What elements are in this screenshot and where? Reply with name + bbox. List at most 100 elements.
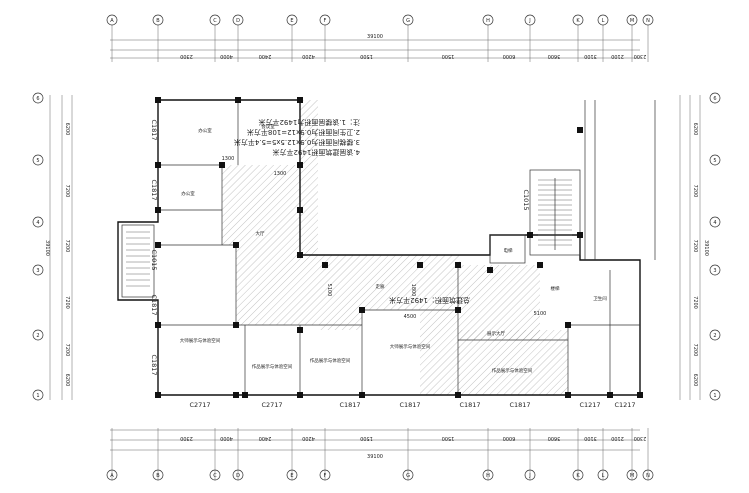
- dim-label: 3600: [548, 435, 561, 441]
- dim-label: 4200: [302, 435, 315, 441]
- window-label: C1817: [150, 354, 158, 375]
- grid-label: M: [630, 18, 634, 24]
- room-corridor-label: 走廊: [376, 283, 385, 290]
- window-label: C2717: [189, 401, 210, 409]
- left-total-dim: 39100: [44, 240, 50, 256]
- column: [297, 252, 303, 258]
- column: [242, 392, 248, 398]
- window-label: C1217: [579, 401, 600, 409]
- dim-label: 1500: [442, 435, 455, 441]
- dim-label: 4200: [302, 53, 315, 59]
- column: [235, 97, 241, 103]
- room-c-label: 作品展示与体验空间: [310, 357, 351, 364]
- grid-bubble-3: [709, 264, 721, 276]
- room-main-hall-label: 展示大厅: [487, 330, 505, 337]
- dim-label: 6200: [692, 374, 698, 387]
- window-label: C1817: [399, 401, 420, 409]
- grid-label: 3: [713, 268, 716, 274]
- column: [155, 242, 161, 248]
- window-label-stair: C1015: [522, 189, 530, 210]
- grid-label: 6: [713, 96, 716, 102]
- column: [577, 232, 583, 238]
- grid-label: 4: [713, 220, 716, 226]
- column: [155, 207, 161, 213]
- area-notes: 注：1.该楼层面积为1492平方米 2.卫生间面积为0.9x12=108平方米 …: [234, 118, 360, 157]
- circulation-hatch: [222, 100, 568, 395]
- dim-label: 7200: [64, 240, 70, 253]
- room-hall-label: 大厅: [256, 230, 265, 237]
- dim-label: 1500: [442, 53, 455, 59]
- column: [297, 327, 303, 333]
- column: [233, 322, 239, 328]
- grid-label: A: [110, 18, 114, 24]
- note-line-3: 3.楼梯间面积为0.9x12.5x5=5.4平方米: [234, 138, 360, 147]
- column: [487, 267, 493, 273]
- note-line-2: 2.卫生间面积为0.9x12=108平方米: [247, 128, 360, 137]
- column: [359, 392, 365, 398]
- room-b-label: 作品展示与体验空间: [252, 363, 293, 370]
- window-label: C1217: [614, 401, 635, 409]
- dim-label: 1500: [360, 435, 373, 441]
- grid-label: B: [156, 18, 160, 24]
- dim-label: 2100: [611, 53, 624, 59]
- inner-dim-3: 5100: [326, 284, 332, 297]
- dim-label: 7200: [64, 185, 70, 198]
- room-office-2-label: 会议室: [261, 123, 275, 130]
- top-dimension-chain: 39100: [110, 34, 640, 59]
- grid-label: 1: [713, 393, 716, 399]
- window-label: C1817: [150, 294, 158, 315]
- grid-bubble-6: [32, 92, 44, 104]
- window-label: C1817: [150, 119, 158, 140]
- structural-columns: [155, 97, 643, 398]
- column: [455, 307, 461, 313]
- grid-label: 6: [36, 96, 39, 102]
- dim-label: 2300: [180, 435, 193, 441]
- grid-label: 5: [36, 158, 39, 164]
- dim-label: 6000: [503, 435, 516, 441]
- grid-label: J: [528, 473, 530, 479]
- grid-label: J: [528, 18, 530, 24]
- grid-bubble-4: [32, 216, 44, 228]
- dim-label: 2100: [611, 435, 624, 441]
- dim-label: 7200: [692, 185, 698, 198]
- column: [233, 242, 239, 248]
- room-wc-label: 卫生间: [593, 295, 607, 302]
- inner-dim-5: 1800: [410, 284, 416, 297]
- column: [527, 232, 533, 238]
- column: [233, 392, 239, 398]
- grid-label: 5: [713, 158, 716, 164]
- grid-label: K: [576, 473, 580, 479]
- left-dimension-chain: 39100: [44, 95, 73, 400]
- room-elevator-label: 电梯: [504, 247, 513, 254]
- column: [219, 162, 225, 168]
- center-area-note: 总建筑面积：1492平方米: [389, 296, 470, 305]
- column: [565, 392, 571, 398]
- dim-label: 7200: [64, 296, 70, 309]
- dim-label: 2300: [634, 435, 647, 441]
- note-line-4: 4.该层建筑面积1492平方米: [273, 148, 361, 157]
- column: [359, 307, 365, 313]
- grid-bubble-3: [32, 264, 44, 276]
- inner-dim-1: 1300: [222, 156, 235, 162]
- grid-label: 2: [36, 333, 39, 339]
- grid-bubble-4: [709, 216, 721, 228]
- window-label: C1015: [150, 249, 158, 270]
- column: [417, 262, 423, 268]
- column: [297, 207, 303, 213]
- column: [455, 262, 461, 268]
- grid-bubble-2: [709, 329, 721, 341]
- room-office-3-label: 办公室: [181, 190, 195, 197]
- column: [322, 262, 328, 268]
- inner-dimension-labels: 1300 1300 5100 4500 1800 5100: [222, 156, 547, 320]
- room-stair-label: 楼梯: [551, 285, 560, 292]
- dim-label: 2400: [259, 435, 272, 441]
- room-d-label: 大师展示与体验空间: [390, 343, 431, 350]
- column: [607, 392, 613, 398]
- dim-label: 7200: [692, 240, 698, 253]
